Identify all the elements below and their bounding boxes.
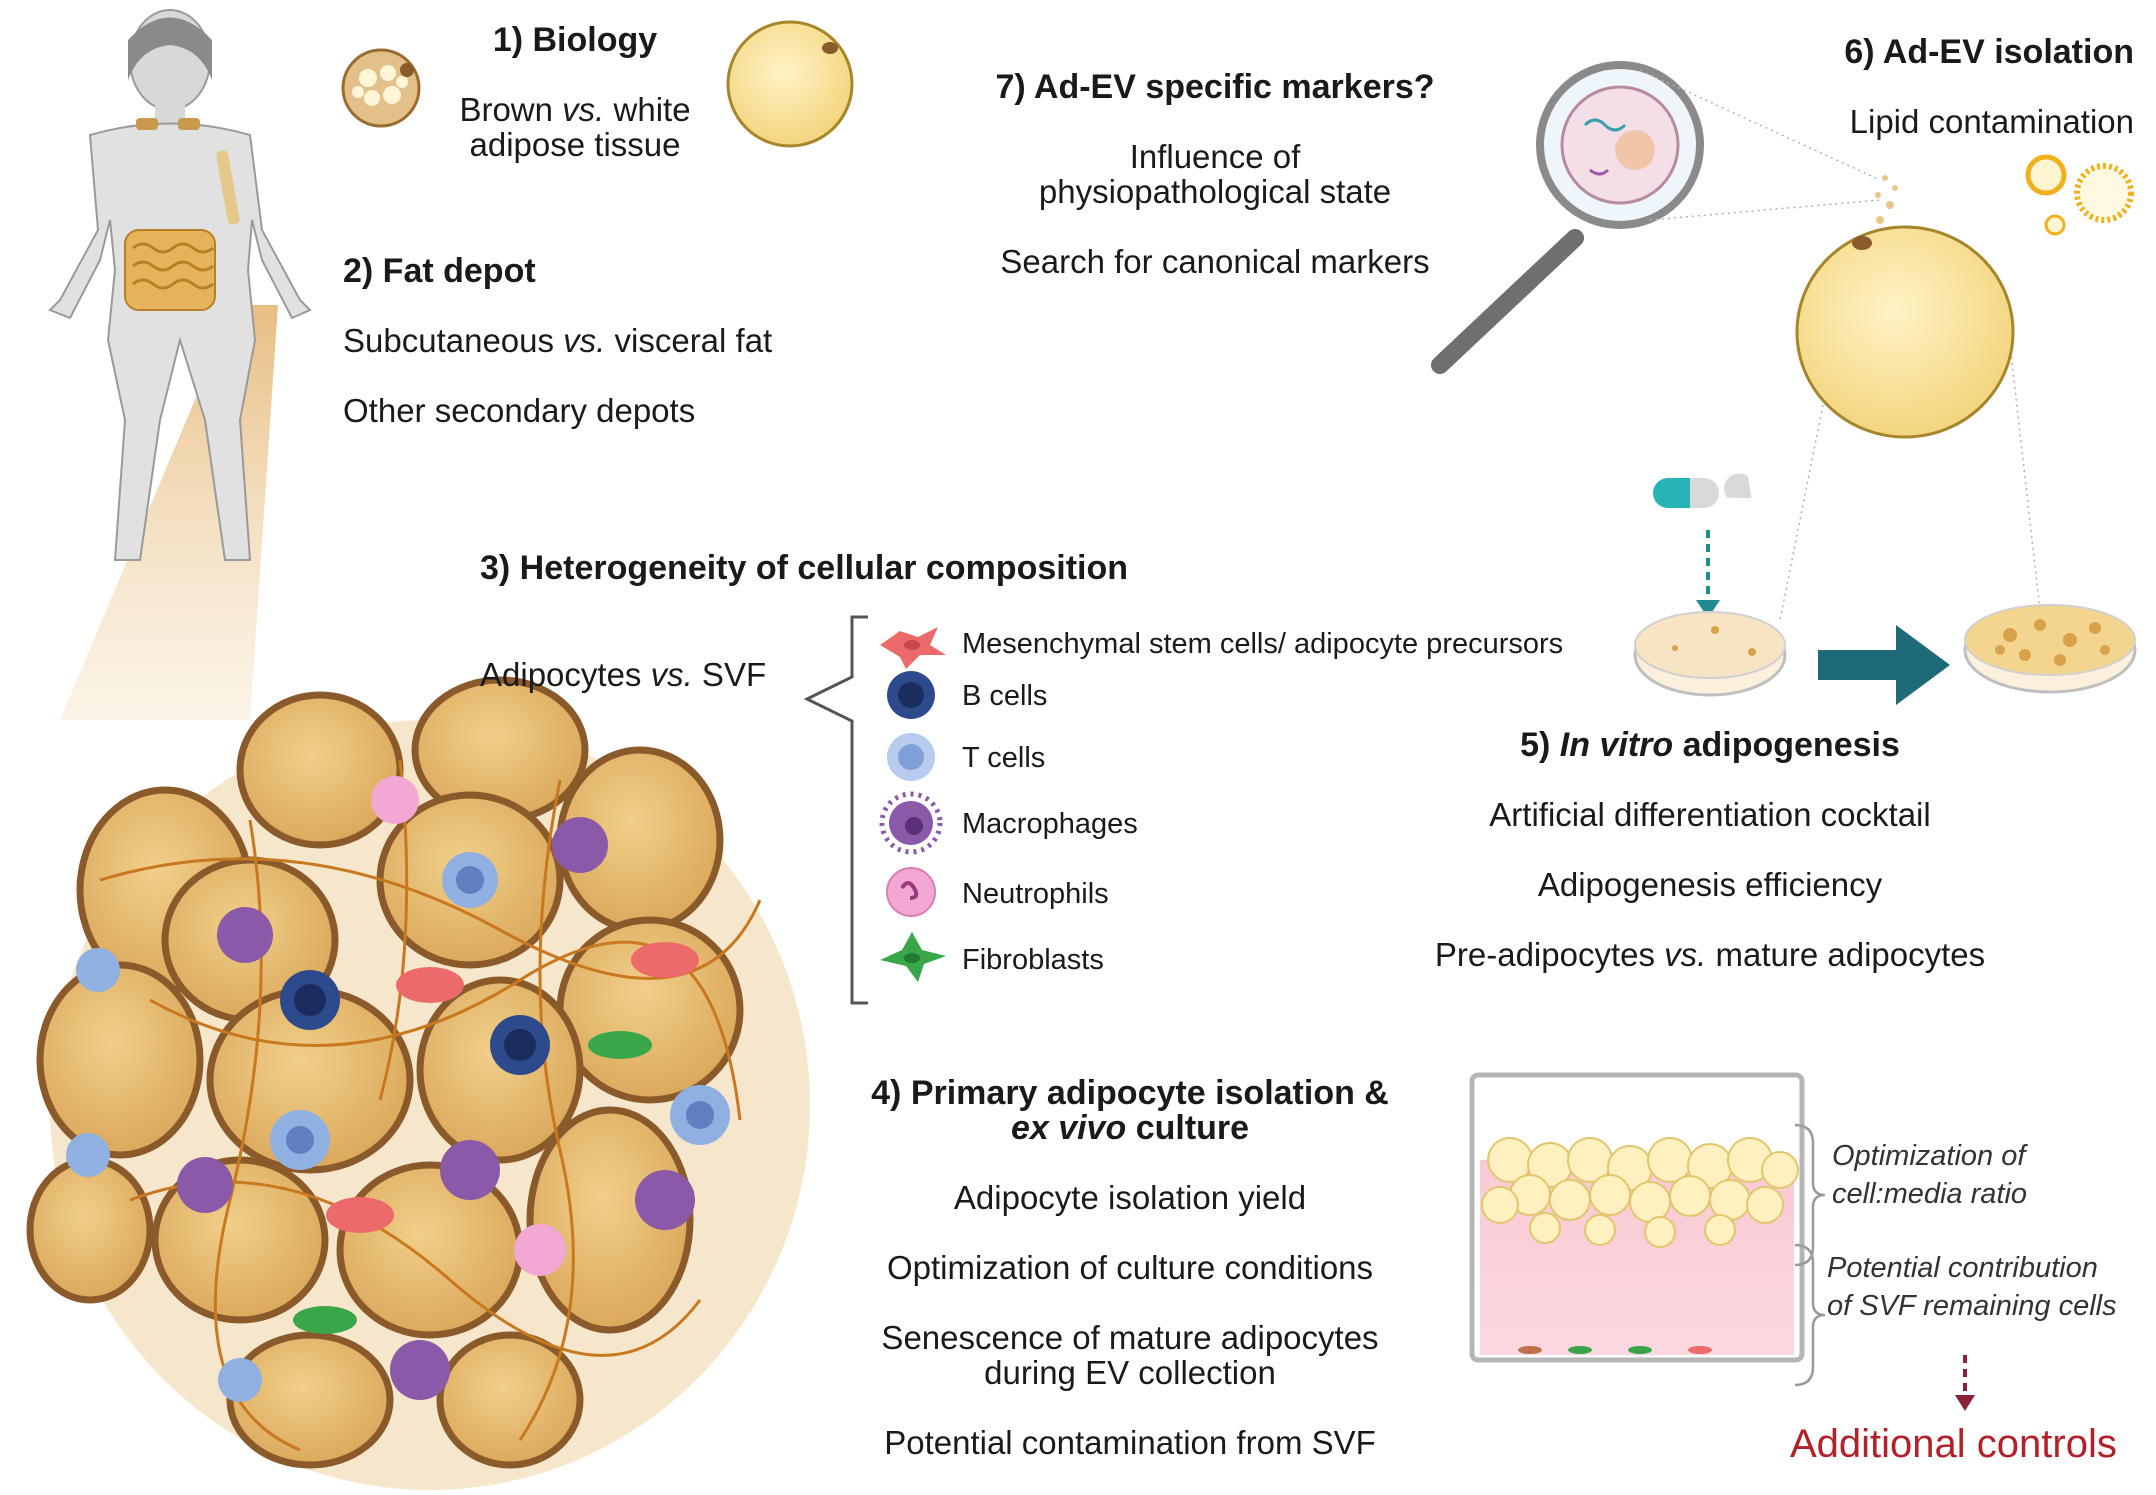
section4-title-line1: 4) Primary adipocyte isolation & [871,1074,1389,1112]
legend-item-neutrophils: Neutrophils [962,878,1109,910]
visceral-fat-icon [124,229,216,311]
macrophage-icon [879,791,943,855]
petri-dish-preadipocytes-icon [1633,611,1787,697]
section2-line1: Subcutaneous vs. visceral fat [343,322,773,359]
human-figure-icon [48,9,312,720]
adipocyte-ev-release-icon [1795,154,2134,439]
section2-title: 2) Fat depot [343,252,536,290]
legend-item-fibroblasts: Fibroblasts [962,944,1104,976]
section4-item-senescence-2: during EV collection [984,1354,1276,1391]
section2-line2: Other secondary depots [343,392,696,429]
legend-item-msc: Mesenchymal stem cells/ adipocyte precur… [962,628,1564,660]
section5-item-preadipocytes: Pre-adipocytes vs. mature adipocytes [1434,936,1986,973]
section6-title: 6) Ad-EV isolation [1844,33,2134,71]
legend-item-macrophages: Macrophages [962,808,1138,840]
section4-title-line2: ex vivo culture [1010,1109,1250,1147]
section1-line2: adipose tissue [469,126,681,163]
ev-icon [2025,154,2067,196]
section5-item-efficiency: Adipogenesis efficiency [1537,866,1883,903]
magnifying-glass-icon [1431,61,1704,374]
section5-title: 5) In vitro adipogenesis [1520,726,1900,764]
zoom-lines [1639,69,2041,621]
white-adipocyte-icon [726,20,854,148]
section7-title: 7) Ad-EV specific markers? [995,68,1435,106]
ev-icon [2074,163,2134,223]
petri-dish-mature-adipocytes-icon [1963,604,2137,694]
additional-controls-label: Additional controls [1790,1422,2117,1466]
section7-item-2: physiopathological state [1038,173,1392,210]
capsule-icon [1653,473,1752,508]
section4-item-contamination: Potential contamination from SVF [884,1424,1376,1461]
arrow-right-icon [1818,625,1950,705]
section7-item-1: Influence of [1129,138,1301,175]
legend-item-t-cells: T cells [962,742,1046,774]
arrow-head-down-icon [1955,1395,1975,1411]
arrow-head-icon [1696,600,1720,618]
b-cell-icon [887,671,935,719]
section3-label: Adipocytes vs. SVF [480,656,767,693]
culture-well-icon [1469,1072,1805,1363]
section6-item: Lipid contamination [1849,103,2134,140]
section4-item-senescence-1: Senescence of mature adipocytes [881,1319,1379,1356]
section1-line1: Brown vs. white [459,91,691,128]
msc-cell-icon [880,627,946,669]
t-cell-icon [887,733,935,781]
legend-bracket [803,615,868,1005]
tissue-immune-cells [66,776,730,1402]
neutrophil-icon [886,867,936,917]
section3-title: 3) Heterogeneity of cellular composition [480,549,1129,587]
ev-icon [2044,214,2066,236]
section1-title: 1) Biology [492,21,658,59]
section4-item-culture: Optimization of culture conditions [886,1249,1374,1286]
bracket-icon [1794,1123,1826,1387]
section5-item-cocktail: Artificial differentiation cocktail [1489,796,1931,833]
legend-item-b-cells: B cells [962,680,1048,712]
brown-adipocyte-icon [341,48,421,128]
section7-item-3: Search for canonical markers [1000,243,1430,280]
fibroblast-icon [880,932,946,982]
section4-item-yield: Adipocyte isolation yield [953,1179,1307,1216]
